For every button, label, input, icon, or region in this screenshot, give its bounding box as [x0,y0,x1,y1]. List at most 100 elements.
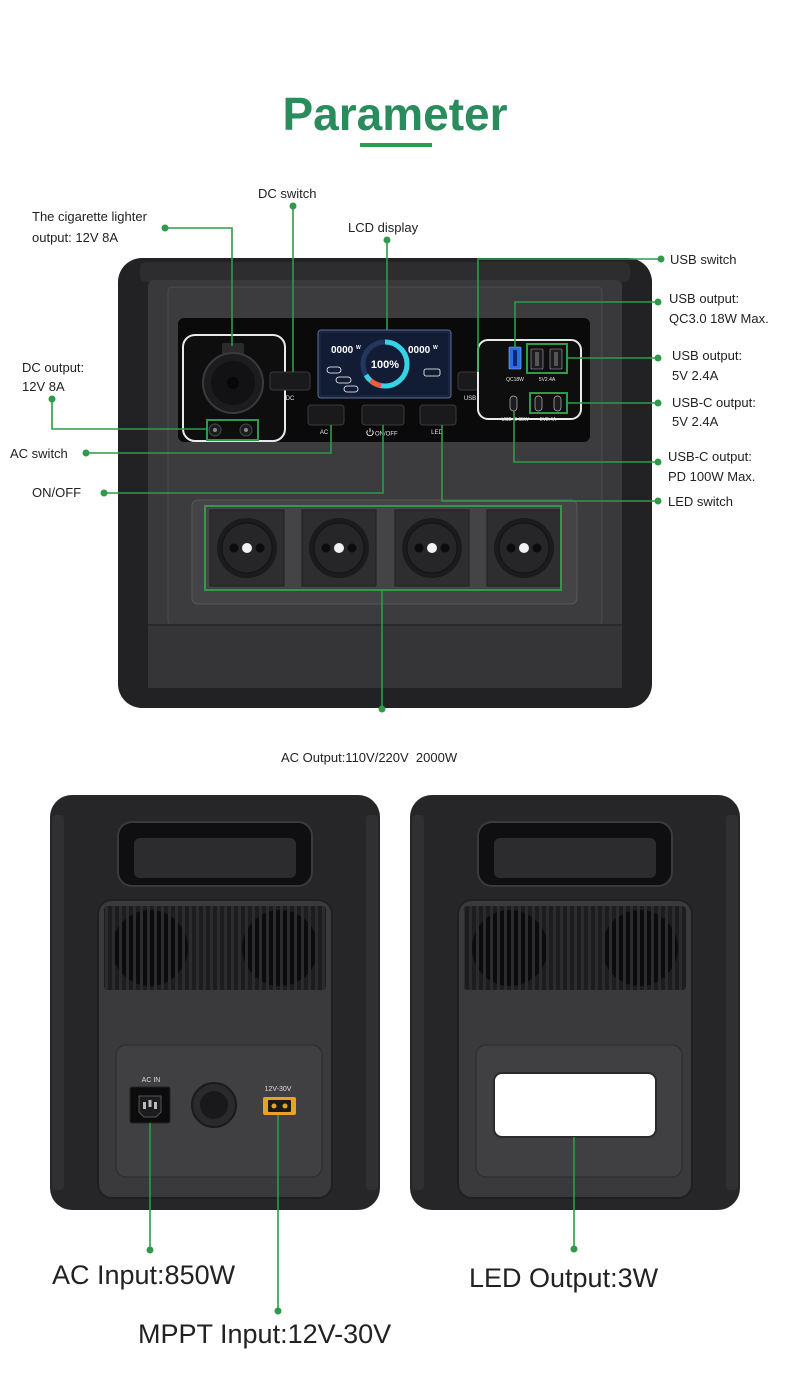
ac-outlet-center [334,543,344,553]
dc-switch-label: DC [286,396,295,402]
usb-switch-label: USB [464,396,476,402]
callout-ac-switch: AC switch [10,446,68,461]
qc-port-label: QC18W [506,377,524,383]
callout-led-switch-leader [441,425,658,502]
callout-on-off-dot [100,489,108,497]
ac-input-pin [143,1102,146,1109]
ac-input-pin [148,1100,152,1107]
callout-cigarette-lighter-line1: The cigarette lighter [32,209,148,224]
lcd-usb-indicator [335,376,352,384]
label-led-output: LED Output:3W [469,1263,659,1293]
callout-ac-output-highlight-box [204,505,562,591]
callout-usb-c-output-5v-line2: 5V 2.4A [672,414,719,429]
mppt-xt60-pin [271,1103,277,1109]
callout-usb-output-qc-dot [654,298,662,306]
callout-led-output-dot [570,1245,578,1253]
lighter-cap-tab [222,343,244,355]
power-button [361,404,405,426]
callout-dc-output-line2: 12V 8A [22,379,65,394]
back-right-side-bumper-left [412,815,424,1190]
usb-a-port-2-tongue [554,352,558,366]
callout-on-off-leader [104,425,384,494]
dc-switch-button [269,371,311,391]
callout-usb-c-output-5v-dot [654,399,662,407]
callout-cigarette-lighter-line2: output: 12V 8A [32,230,118,245]
callout-dc-switch-dot [289,202,297,210]
callout-usb-switch: USB switch [670,252,736,267]
callout-usb-output-5v-line1: USB output: [672,348,742,363]
ac-outlet-center [242,543,252,553]
callout-cigarette-lighter-dot [161,224,169,232]
lcd-battery-percent: 100% [371,359,399,371]
led-switch-button [419,404,457,426]
lcd-input-unit: W [356,345,361,351]
callout-ac-switch-dot [82,449,90,457]
mppt-xt60-pin [282,1103,288,1109]
led-switch-label: LED [431,430,443,436]
callout-usb-output-5v-line2: 5V 2.4A [672,368,719,383]
power-button-label: ON/OFF [375,432,398,438]
usb-a-port-label: 5V2.4A [539,377,556,383]
front-bottom-band [148,625,622,688]
ac-outlet-pin-hole [506,543,516,553]
callout-on-off: ON/OFF [32,485,81,500]
callout-lcd-display-dot [383,236,391,244]
dc-output-port-1-pin [213,428,217,432]
ac-outlet-pin-hole [414,543,424,553]
callout-ac-output: AC Output:110V/220V 2000W [281,750,458,765]
ac-switch-label: AC [320,430,329,436]
usb-c-port-1 [534,395,543,412]
lcd-output-watts: 0000 [408,345,431,356]
callout-usb-c-output-pd-line1: USB-C output: [668,449,752,464]
callout-ac-input-dot [146,1246,154,1254]
back-device-left: AC IN 12V-30V [50,795,380,1210]
back-right-handle-grip [494,838,656,878]
callout-dc-switch: DC switch [258,186,317,201]
ac-input-pin [154,1102,157,1109]
callout-usb-c-output-pd-line2: PD 100W Max. [668,469,755,484]
callout-dc-output-leader [51,399,207,430]
callout-usb-c-output-pd-leader [513,411,658,463]
back-left-handle-grip [134,838,296,878]
lcd-gauge-level [360,339,410,389]
callout-dc-output-highlight-box [206,419,259,441]
lcd-ac-indicator [326,366,342,374]
back-right-side-bumper-right [726,815,738,1190]
lcd-dc-indicator [343,385,359,393]
ac-outlet-pin-hole [440,543,450,553]
callout-lcd-display: LCD display [348,220,419,235]
front-device: 0000 W 0000 W 100% DC USB AC ON/OFF LED [118,258,652,708]
callout-usb-switch-leader [477,258,661,372]
callout-led-switch-dot [654,497,662,505]
callout-dc-output-line1: DC output: [22,360,84,375]
callout-ac-switch-leader [86,425,332,454]
ac-outlet-3 [394,509,470,587]
callout-usb-output-qc-line2: QC3.0 18W Max. [669,311,769,326]
lighter-socket-pin [227,377,239,389]
usb-c-port-2 [553,395,562,412]
back-left-side-bumper-left [52,815,64,1190]
back-callouts: AC Input:850W MPPT Input:12V-30V LED Out… [52,1115,659,1349]
usb-a-port-1-tongue [535,352,539,366]
ac-outlet-4 [486,509,562,587]
ac-outlet-pin-hole [229,543,239,553]
back-left-grill-slats [104,906,326,990]
ac-outlet-center [519,543,529,553]
label-ac-input: AC Input:850W [52,1260,236,1290]
ac-outlet-center [427,543,437,553]
callout-led-switch: LED switch [668,494,733,509]
ac-outlet-recess [191,499,578,605]
usb-c-port-label: 5V2.4A [540,417,557,423]
usb-c-pd-port-label: USB-C 65W [501,417,529,423]
usb-module: QC18W 5V2.4A USB-C 65W 5V2.4A [477,339,582,423]
callout-usb-c-output-pd-dot [654,458,662,466]
callout-dc-output-dot [48,395,56,403]
callout-usb-output-qc-line1: USB output: [669,291,739,306]
back-right-grill-slats [464,906,686,990]
ac-outlet-pin-hole [255,543,265,553]
back-left-side-bumper-right [366,815,378,1190]
ac-in-label: AC IN [142,1077,161,1084]
callout-usb-output-5v-dot [654,354,662,362]
front-top-bumper [140,262,630,282]
